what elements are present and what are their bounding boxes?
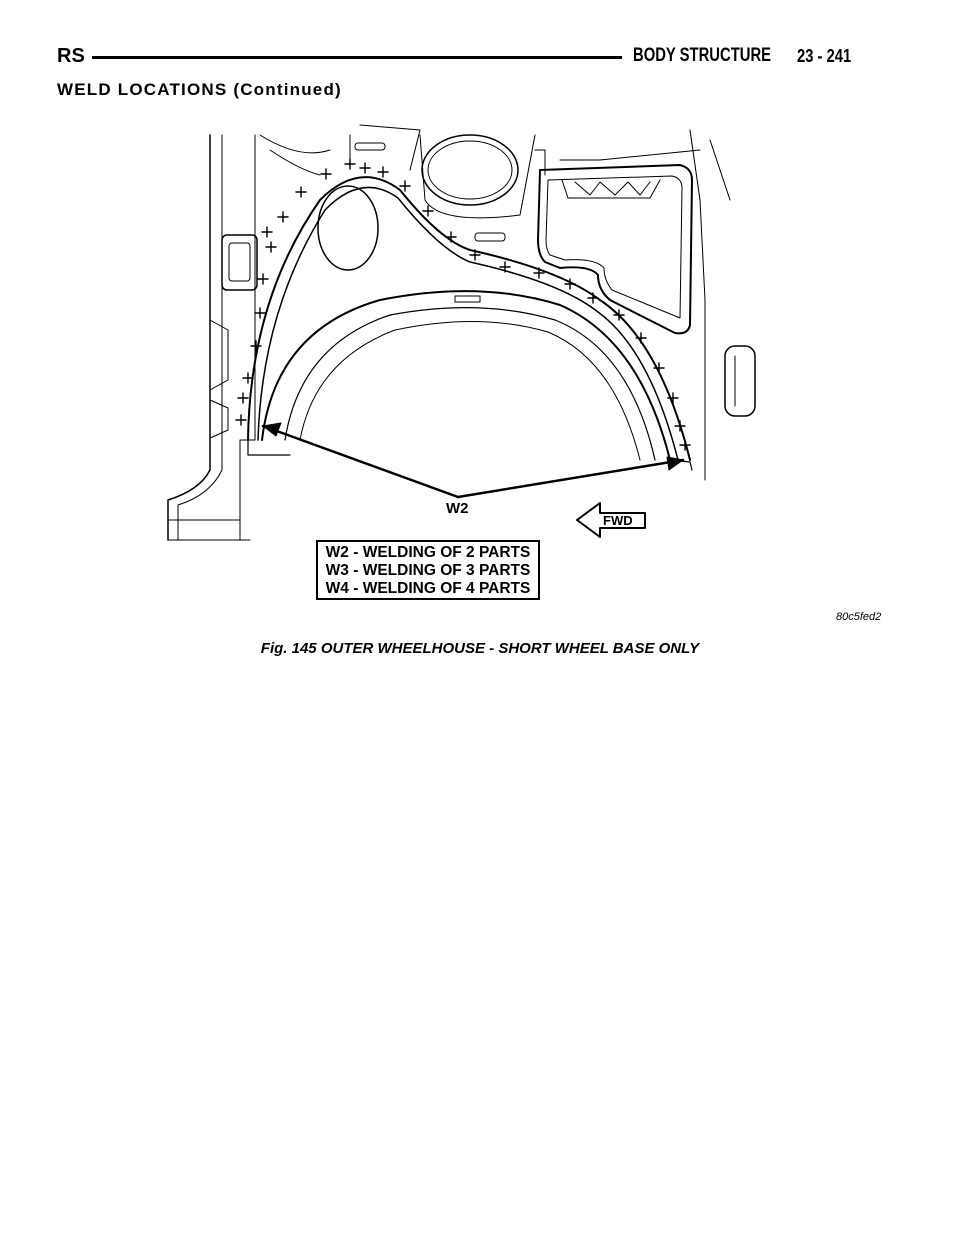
section-title: WELD LOCATIONS (Continued) — [57, 80, 342, 99]
figure-reference-code: 80c5fed2 — [836, 611, 882, 623]
legend-item: W4 - WELDING OF 4 PARTS — [325, 580, 531, 597]
header-rule — [92, 56, 622, 59]
manual-code: RS — [57, 45, 85, 67]
w2-callout-label: W2 — [446, 500, 469, 517]
fwd-label: FWD — [603, 513, 633, 528]
page-number: 23 - 241 — [797, 46, 852, 66]
figure-caption: Fig. 145 OUTER WHEELHOUSE - SHORT WHEEL … — [260, 640, 700, 657]
wheelhouse-figure: W2 FWD W2 - WELDING OF 2 PARTS W3 - WELD… — [167, 124, 882, 623]
weld-legend: W2 - WELDING OF 2 PARTS W3 - WELDING OF … — [316, 540, 540, 600]
legend-item: W2 - WELDING OF 2 PARTS — [325, 544, 531, 561]
legend-item: W3 - WELDING OF 3 PARTS — [325, 562, 531, 579]
section-name: BODY STRUCTURE — [633, 45, 772, 66]
wheelhouse-drawing — [167, 124, 756, 541]
page-header: RS BODY STRUCTURE 23 - 241 — [0, 0, 960, 80]
